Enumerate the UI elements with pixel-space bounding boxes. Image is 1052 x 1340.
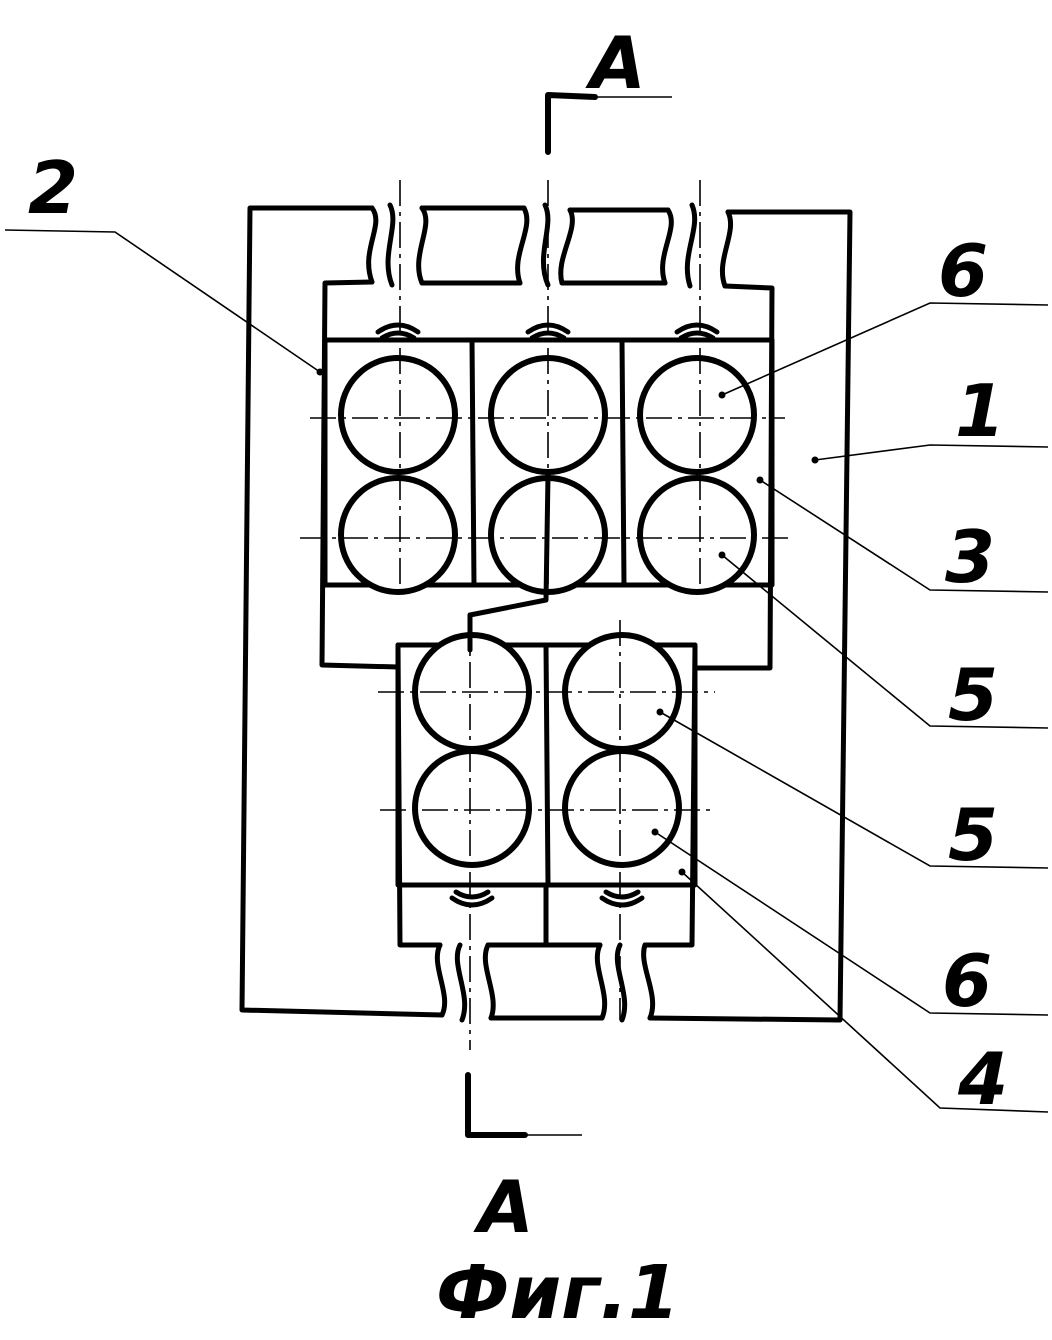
roll [341, 358, 455, 472]
ref-label-5-top: 5 [948, 653, 998, 737]
roll [640, 358, 754, 472]
section-mark-top: A [548, 21, 672, 152]
ref-label-5-bottom: 5 [948, 793, 998, 877]
section-mark-bottom: A [468, 1075, 582, 1249]
roll [565, 751, 679, 865]
ref-label-3: 3 [945, 515, 995, 599]
ref-label-6-bottom: 6 [942, 939, 992, 1023]
roll [341, 478, 455, 592]
ref-label-6-top: 6 [938, 229, 988, 313]
figure-caption: Фиг.1 [436, 1250, 680, 1336]
roll [640, 478, 754, 592]
wavy-break [369, 205, 731, 286]
ref-label-1: 1 [955, 369, 1005, 453]
ref-label-2: 2 [28, 146, 78, 230]
ref-label-4: 4 [957, 1037, 1008, 1121]
section-label-bottom: A [473, 1165, 534, 1249]
section-label-top: A [585, 21, 646, 105]
lower-cassette [398, 635, 695, 945]
roll [415, 751, 529, 865]
